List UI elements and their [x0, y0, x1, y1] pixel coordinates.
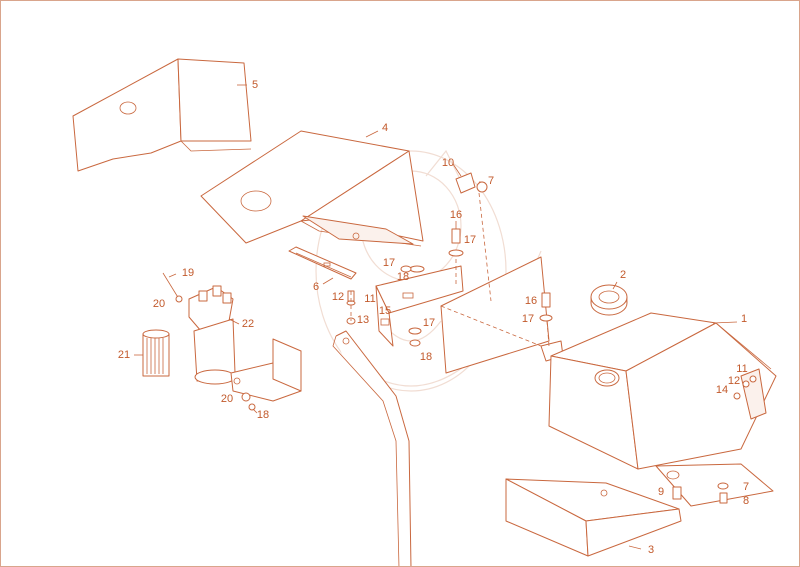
part-4-top-cover — [200, 130, 424, 247]
frame-tube — [332, 330, 412, 566]
callout-18-top: 18 — [397, 271, 409, 283]
callout-1: 1 — [741, 313, 747, 325]
callout-16-right: 16 — [525, 295, 537, 307]
part-21-filter-element — [142, 329, 170, 377]
callout-3: 3 — [648, 544, 654, 556]
callout-2: 2 — [620, 269, 626, 281]
callout-22: 22 — [242, 318, 254, 330]
callout-leaders — [134, 84, 738, 550]
gasket-plate — [655, 463, 774, 507]
part-5-shield-panel — [72, 58, 252, 172]
callout-17-left: 17 — [383, 257, 395, 269]
callout-19: 19 — [182, 267, 194, 279]
callout-11-right: 11 — [736, 363, 747, 375]
callout-9: 9 — [658, 486, 664, 498]
callout-21: 21 — [118, 349, 130, 361]
callout-12-right: 12 — [728, 375, 740, 387]
callout-15: 15 — [379, 305, 391, 317]
hardware-bolts-nuts — [162, 172, 757, 504]
part-1-fuel-tank — [548, 312, 777, 470]
filter-bracket — [230, 338, 302, 402]
callout-20-top: 20 — [153, 298, 165, 310]
callout-4: 4 — [382, 122, 388, 134]
callout-7-bottom: 7 — [743, 481, 749, 493]
callout-7-top: 7 — [488, 175, 494, 187]
callout-20-bottom: 20 — [221, 393, 233, 405]
part-2-tank-cap — [590, 284, 628, 316]
callout-17-right: 17 — [522, 313, 534, 325]
callout-16-top: 16 — [450, 209, 462, 221]
callout-12-left: 12 — [332, 291, 344, 303]
callout-13: 13 — [357, 314, 369, 326]
callout-6: 6 — [313, 281, 319, 293]
callout-17-top: 17 — [464, 234, 476, 246]
callout-labels: 1 2 3 4 5 6 7 7 8 9 10 11 11 12 12 13 14… — [118, 79, 749, 556]
callout-14: 14 — [716, 384, 728, 396]
side-plate — [440, 256, 564, 374]
callout-18-mid: 18 — [420, 351, 432, 363]
callout-10: 10 — [442, 157, 454, 169]
part-3-bottom-plate — [505, 478, 682, 557]
callout-5: 5 — [252, 79, 258, 91]
callout-11-left: 11 — [364, 293, 375, 305]
part-15-mounting-bracket — [375, 265, 464, 347]
callout-17-mid: 17 — [423, 317, 435, 329]
callout-8: 8 — [743, 495, 749, 507]
part-6-bracket — [288, 246, 357, 280]
alignment-lines — [350, 192, 550, 347]
callout-18-bottom: 18 — [257, 409, 269, 421]
part-22-filter-assembly — [188, 285, 236, 385]
